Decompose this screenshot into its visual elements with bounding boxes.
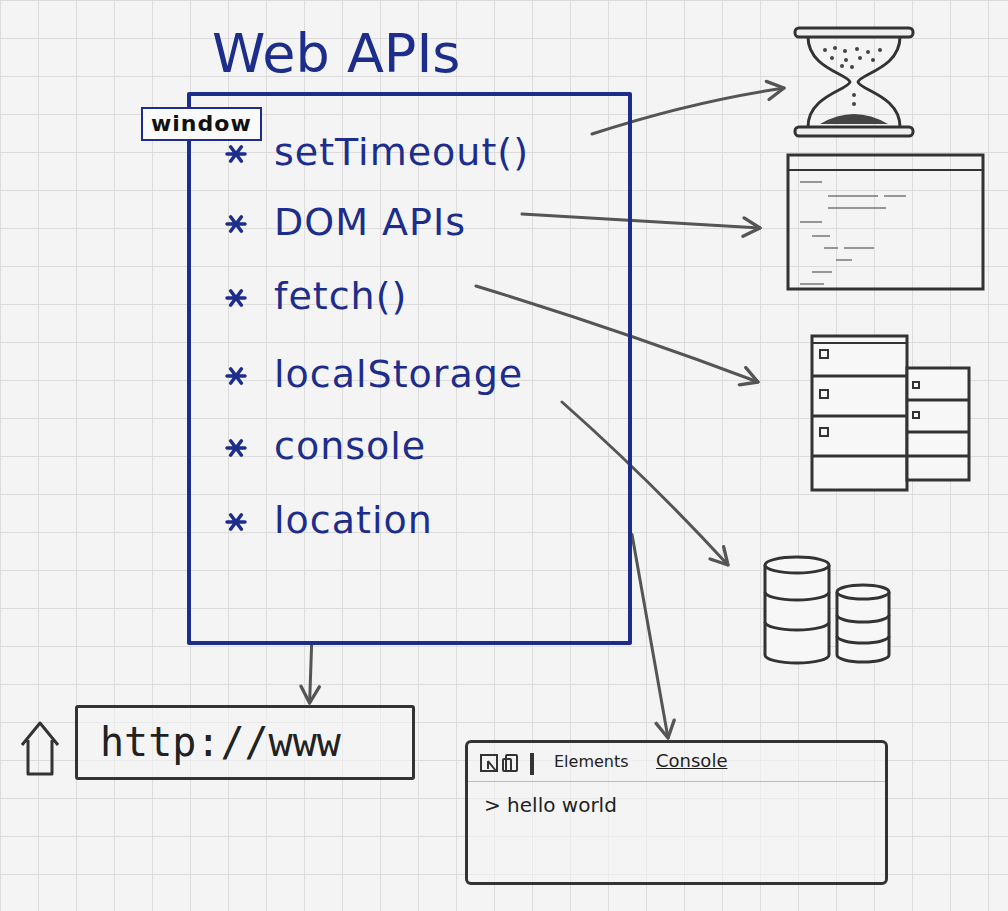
console-output: > hello world <box>484 793 617 817</box>
bullet-stars <box>191 96 271 641</box>
devtools-console: Elements Console > hello world <box>465 740 888 885</box>
url-bar: http://www <box>75 705 415 780</box>
home-icon <box>22 723 58 774</box>
tab-label: Elements <box>554 752 629 771</box>
database-icon <box>765 557 889 663</box>
window-tab: window <box>141 107 262 141</box>
diagram-title: Web APIs <box>212 22 460 85</box>
api-item: fetch() <box>274 273 407 319</box>
api-item: DOM APIs <box>274 199 466 245</box>
tab-label: Console <box>656 750 727 771</box>
tab-label: window <box>151 111 252 137</box>
connector-arrow <box>310 645 312 703</box>
html-document-icon <box>788 155 983 289</box>
connector-arrow <box>632 534 668 738</box>
api-item: localStorage <box>274 351 523 397</box>
window-box: setTimeout() DOM APIs fetch() localStorage c… <box>187 92 632 645</box>
api-item: setTimeout() <box>274 129 529 175</box>
api-item: location <box>274 497 433 543</box>
server-icon <box>812 336 969 490</box>
header-divider <box>468 781 885 782</box>
api-item: console <box>274 423 426 469</box>
devtools-icons <box>478 749 548 779</box>
url-text: http://www <box>100 718 341 766</box>
hourglass-icon <box>795 28 913 136</box>
